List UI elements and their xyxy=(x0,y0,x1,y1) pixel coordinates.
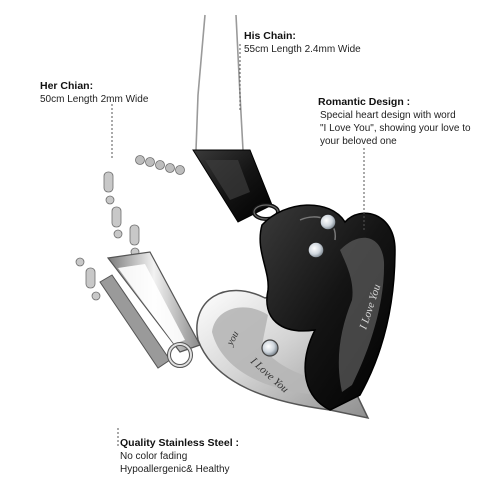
his-chain-callout: His Chain: 55cm Length 2.4mm Wide xyxy=(244,30,361,56)
quality-steel-callout: Quality Stainless Steel : No color fadin… xyxy=(120,437,239,476)
black-gems xyxy=(307,213,337,259)
her-chain-detail: 50cm Length 2mm Wide xyxy=(40,94,149,105)
romantic-design-title: Romantic Design : xyxy=(318,96,411,108)
romantic-design-line: your beloved one xyxy=(320,136,397,147)
black-heart-half xyxy=(259,204,396,411)
quality-steel-title: Quality Stainless Steel : xyxy=(120,437,240,449)
quality-steel-line: No color fading xyxy=(120,451,188,462)
her-chain-callout: Her Chian: 50cm Length 2mm Wide xyxy=(40,80,148,106)
callout-leaders xyxy=(111,44,365,448)
romantic-design-callout: Romantic Design : Special heart design w… xyxy=(318,96,496,148)
his-chain-detail: 55cm Length 2.4mm Wide xyxy=(244,44,361,55)
romantic-design-line: "I Love You", showing your love to xyxy=(320,123,471,134)
her-chain-title: Her Chian: xyxy=(40,80,94,92)
quality-steel-line: Hypoallergenic& Healthy xyxy=(120,464,230,475)
silver-bail xyxy=(99,251,201,369)
black-bail xyxy=(192,149,280,223)
her-chain xyxy=(75,171,140,301)
his-chain xyxy=(135,14,244,175)
romantic-design-line: Special heart design with word xyxy=(320,110,456,121)
his-chain-title: His Chain: xyxy=(244,30,296,42)
